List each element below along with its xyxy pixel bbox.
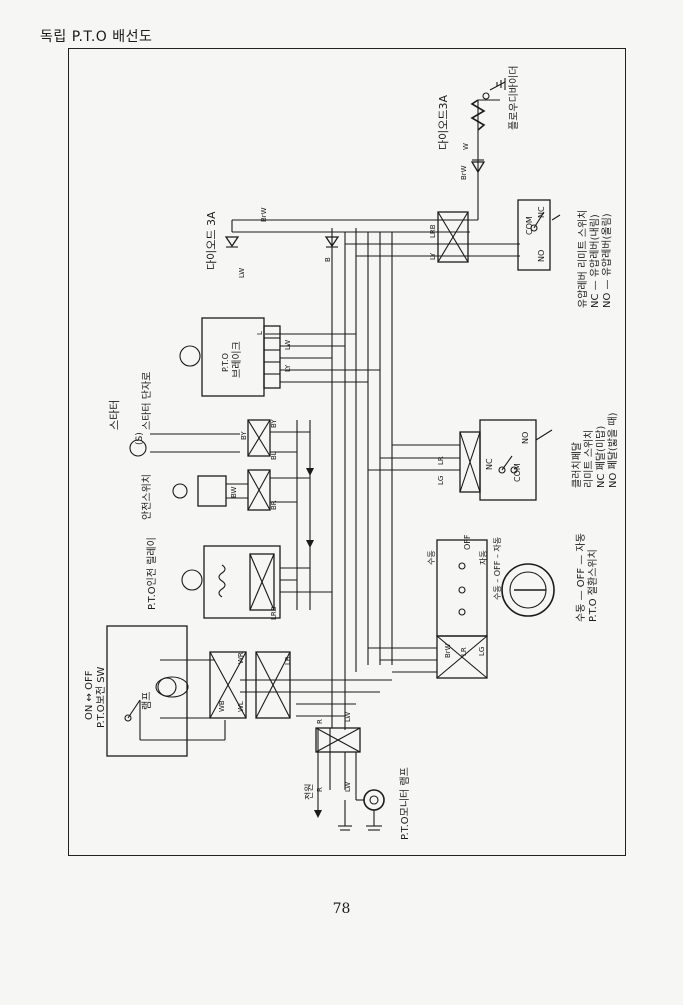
pto-select-switch [436, 539, 555, 679]
power-arrow-icon [314, 790, 322, 818]
label-pto-monitor-lamp: P.T.O모니터 램프 [399, 767, 411, 840]
oil-lever-limit-switch [517, 199, 561, 271]
label-no-oil: NO [537, 250, 546, 262]
pto-protect-sw-box [106, 625, 188, 757]
pto-monitor-lamp-icon [356, 789, 385, 831]
label-clutch-pedal-4: NO 페달(밟을 때) [607, 412, 619, 488]
wire-code-lr-conn: LR [284, 656, 292, 665]
diagram-frame [68, 48, 626, 856]
wire-code-ly-brake: LY [284, 364, 292, 372]
wire-code-lw-bottom: LW [344, 782, 352, 792]
wire-code-by-starter: BY [240, 431, 248, 440]
label-starter: 스타터 [108, 400, 121, 430]
wire-code-lw-mid: LW [344, 712, 352, 722]
label-lamp: 램프 [141, 692, 153, 710]
wire-code-r-bottom: R [316, 787, 324, 792]
connector-top [437, 211, 469, 263]
label-nc-oil: NC [537, 206, 546, 218]
wire-code-l-brake: L [256, 331, 264, 335]
wire-code-lw-brake: LW [284, 340, 292, 350]
label-clutch-pedal-2: 리미트 스위치 [582, 430, 595, 488]
wire-code-lg-clutch: LG [437, 476, 445, 485]
wire-code-wb-conn: WB [218, 700, 226, 712]
label-pto-select-1: 수동 — OFF — 자동 [575, 533, 587, 622]
wire-code-r-mid: R [316, 719, 324, 724]
label-pto-brake-small: P.T.O [221, 353, 230, 372]
label-pto-relay: P.T.O인전 릴레이 [145, 537, 158, 610]
label-safety-switch: 안전스위치 [140, 474, 153, 520]
label-starter-terminal: 스타터 단자로 [141, 372, 153, 430]
wire-code-wr-conn: WR [237, 652, 245, 664]
wire-code-br-safety: BR [270, 500, 278, 510]
label-oil-lever-1: 유압레버 리미트 스위치 [576, 210, 589, 308]
label-clutch-pedal-1: 클러치페달 [571, 442, 583, 488]
label-pto-select-2: P.T.O 절환스위치 [586, 549, 599, 622]
safety-switch [172, 469, 271, 511]
bus-wires [139, 99, 520, 800]
label-on-off: ON ↔ OFF [84, 670, 95, 720]
wire-code-lrb-relay: LRB [270, 606, 278, 620]
label-s-symbol: (S) [135, 432, 145, 445]
pto-brake [179, 317, 281, 397]
arrow-icon [306, 468, 314, 476]
label-diode-3a-top: 다이오드3A [437, 95, 450, 150]
diode-3a-left-icon [224, 220, 240, 248]
starter-connector [129, 419, 271, 457]
page-title: 독립 P.T.O 배선도 [40, 29, 153, 45]
wire-code-lrb-conn: LRB [429, 224, 437, 238]
wire-code-bl-safety: BL [270, 451, 278, 460]
wire-code-wl-conn: WL [237, 701, 245, 712]
label-switch-auto: 자동 [479, 550, 488, 565]
label-com-clutch: COM [513, 463, 522, 482]
wire-code-brw-diode: BrW [260, 207, 268, 222]
label-floor-vibrator: 플로우디바이더 [508, 66, 520, 130]
wire-code-lr-select: LR [460, 647, 468, 656]
label-no-clutch: NO [521, 432, 530, 444]
diode-3a-top-icon [470, 159, 486, 174]
protect-switch-icon [124, 699, 141, 722]
wire-code-brw-top: BrW [460, 165, 468, 180]
clutch-pedal-limit-switch [459, 419, 553, 501]
wire-code-lw-diode: LW [238, 268, 246, 278]
label-pto-brake-main: 브레이크 [231, 341, 243, 378]
wire-code-bw-safety: BW [230, 486, 238, 498]
wire-code-lr-clutch: LR [437, 456, 445, 465]
wire-code-by-starter2: BY [270, 419, 278, 428]
arrow-icon [306, 540, 314, 548]
wire-code-b-diode: B [324, 257, 332, 262]
wire-code-lg-select: LG [478, 647, 486, 656]
label-power: 전원 [304, 783, 315, 800]
wire-code-brw-select: BrW [444, 643, 452, 658]
floor-vibrator-icon [470, 78, 506, 131]
label-nc-clutch: NC [485, 458, 494, 470]
connector-lr [255, 651, 291, 719]
label-pto-protect-sw: P.T.O보전 SW [95, 666, 107, 728]
label-oil-lever-2: NC — 유압레버(내림) [588, 214, 601, 308]
page-number: 78 [332, 901, 351, 917]
diode-b-icon [324, 236, 340, 248]
connector-wr-wb [155, 651, 247, 719]
label-switch-mode: 수동 – OFF – 자동 [493, 537, 502, 600]
label-switch-off: OFF [463, 534, 472, 550]
wire-code-w-top: W [462, 143, 470, 150]
label-clutch-pedal-3: NC 페달(미답) [595, 426, 607, 488]
label-diode-3a-left: 다이오드 3A [205, 211, 218, 270]
label-com-oil: COM [525, 216, 534, 235]
label-switch-manual: 수동 [427, 550, 436, 565]
pto-safety-relay [181, 545, 281, 619]
label-oil-lever-3: NO — 유압레버(올림) [600, 213, 613, 308]
ground-symbol [338, 800, 352, 831]
connector-bottom [315, 727, 361, 753]
